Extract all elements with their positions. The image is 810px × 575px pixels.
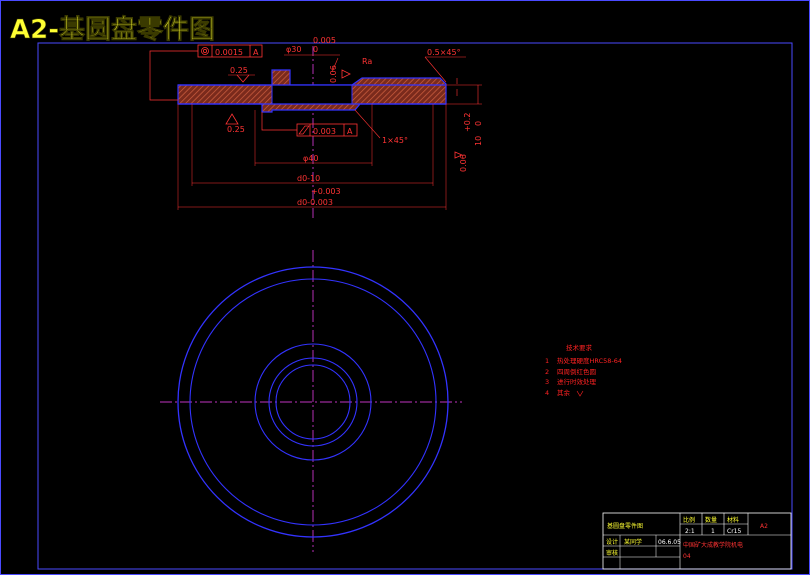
inner-border <box>37 42 793 570</box>
parallelism-icon <box>298 125 310 135</box>
tolerance-bottom-datum: A <box>347 127 353 136</box>
tech-item-4-num: 4 <box>545 389 549 397</box>
tech-item-4-text: 其余 <box>557 388 571 397</box>
roughness-bore-label: 0.06 <box>329 65 338 83</box>
designer-name: 某同学 <box>624 538 642 546</box>
tech-requirements: 技术要求 1 热处理硬度HRC58-64 2 四周倒红色圆 3 进行时效处理 4… <box>545 343 622 397</box>
scale-value: 2:1 <box>685 528 695 535</box>
height-tol-upper: +0.2 <box>463 113 472 132</box>
dia-d0-label: d0-0.003 <box>297 198 333 207</box>
tech-item-1-text: 热处理硬度HRC58-64 <box>557 356 622 365</box>
tech-item-3-text: 进行时效处理 <box>557 377 597 386</box>
tolerance-bottom-value: 0.003 <box>313 127 336 136</box>
height-tol-lower: 0 <box>474 121 483 126</box>
tolerance-frame-top: 0.0015 A <box>149 44 263 101</box>
qty-label: 数量 <box>705 516 717 524</box>
class-name: 04 <box>683 553 691 560</box>
roughness-mark: Ra <box>362 57 372 66</box>
front-view <box>160 250 462 552</box>
bore-tol-lower: 0 <box>313 45 318 54</box>
section-view: 0.0015 A φ30 0.005 0 0.25 0.25 0.06 Ra 0… <box>149 36 483 220</box>
tech-item-1-num: 1 <box>545 357 549 365</box>
bore-outer-circle <box>268 357 358 447</box>
bore-dia-label: φ30 <box>286 45 301 54</box>
part-name: 基圆盘零件图 <box>607 522 643 530</box>
page-title: A2-基圆盘零件图 <box>10 14 215 45</box>
roughness-bottom-label: 0.25 <box>227 125 245 134</box>
tech-item-3-num: 3 <box>545 378 549 386</box>
design-label: 设计 <box>606 538 618 546</box>
material-label: 材料 <box>727 516 739 524</box>
tech-item-2-num: 2 <box>545 368 549 376</box>
bore-tol-upper: 0.005 <box>313 36 336 45</box>
d0-tol-upper: +0.003 <box>311 187 341 196</box>
review-label: 审核 <box>606 549 618 557</box>
hub-circle <box>254 343 372 461</box>
tolerance-frame-bottom: 0.003 A <box>261 112 358 137</box>
second-circle <box>189 278 437 526</box>
tech-title: 技术要求 <box>566 343 593 352</box>
chamfer-inner-label: 1×45° <box>382 136 408 145</box>
roughness-side-label: 0.06 <box>459 154 468 172</box>
qty-value: 1 <box>711 528 715 535</box>
roughness-bottom-icon <box>225 113 239 125</box>
material-value: Cr15 <box>727 528 741 535</box>
outer-circle <box>177 266 449 538</box>
dia-40-label: φ40 <box>303 154 318 163</box>
scale-label: 比例 <box>683 516 695 524</box>
tech-item-2-text: 四周倒红色圆 <box>557 367 596 376</box>
sheet-size: A2 <box>760 523 768 530</box>
dia-d0-10-label: d0-10 <box>297 174 320 183</box>
tolerance-top-datum: A <box>253 48 259 57</box>
bore-inner-circle <box>275 364 351 440</box>
school-name: 中国矿大成教学院机电 <box>683 541 743 549</box>
chamfer-outer-label: 0.5×45° <box>427 48 461 57</box>
concentricity-icon <box>201 47 209 55</box>
bore-region <box>271 84 353 105</box>
title-block: 基圆盘零件图 比例 2:1 数量 1 材料 Cr15 A2 设计 某同学 06.… <box>602 512 792 570</box>
design-date: 06.6.05 <box>658 539 681 546</box>
tolerance-top-value: 0.0015 <box>215 48 243 57</box>
roughness-top-label: 0.25 <box>230 66 248 75</box>
height-value: 10 <box>474 136 483 146</box>
